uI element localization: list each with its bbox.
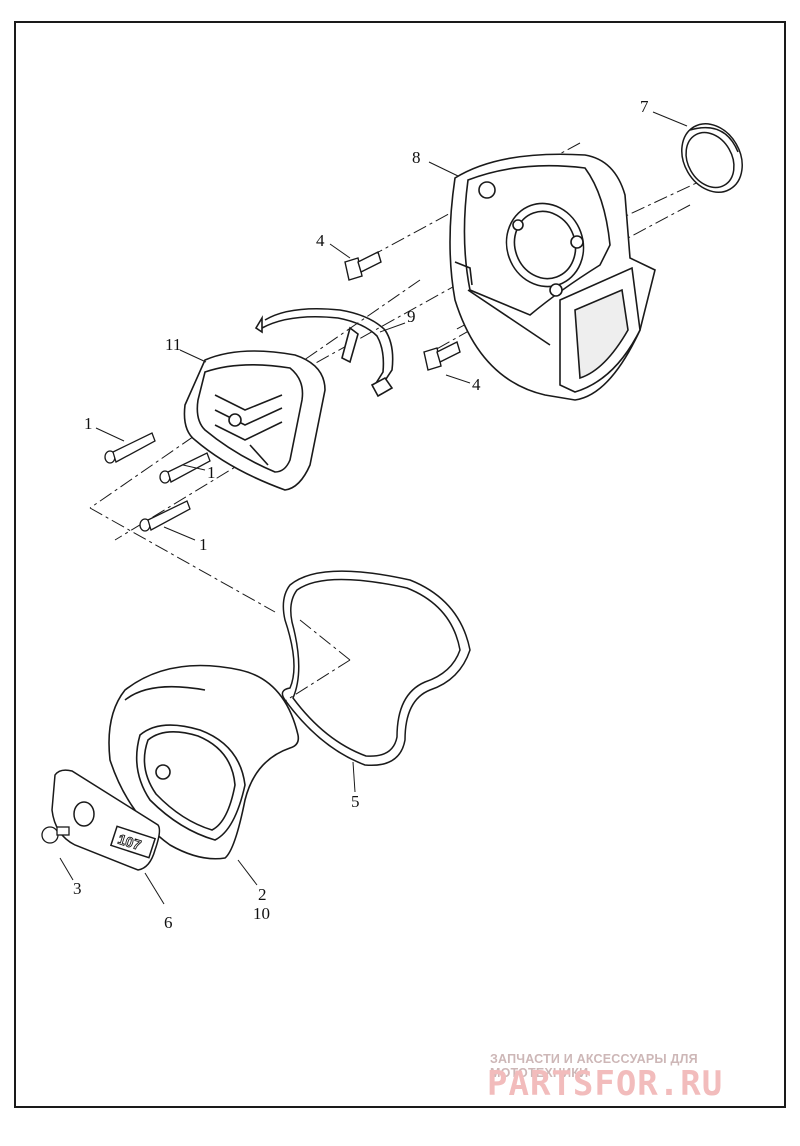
backplate-housing-part: [449, 153, 656, 401]
callout-leaders: [59, 111, 688, 905]
diagram-border: [14, 21, 786, 1108]
breather-bolt-lower: [423, 341, 461, 371]
watermark-tagline: ЗАПЧАСТИ И АКСЕССУАРЫ ДЛЯ МОТОТЕХНИКИ: [490, 1052, 698, 1080]
medallion-screw-part: [41, 826, 70, 844]
callout-4-lower: 4: [472, 375, 481, 394]
callout-11: 6: [164, 913, 173, 932]
screw-lower: [139, 500, 191, 532]
screw-upper: [104, 432, 156, 464]
watermark-brand: PARTSFOR.RU: [487, 1064, 724, 1104]
trim-medallion-part: 107: [51, 769, 161, 871]
callout-1-lower: 1: [199, 535, 208, 554]
callout-1-middle: 1: [207, 463, 216, 482]
medallion-badge-label: 107: [116, 831, 143, 854]
breather-hose-part: [254, 307, 394, 398]
callout-5: 5: [351, 792, 360, 811]
air-filter-element-part: [183, 350, 326, 491]
sealing-ring-part: [681, 123, 743, 193]
breather-bolt-upper: [344, 251, 382, 281]
callout-8: 9: [407, 307, 416, 326]
screw-middle: [159, 452, 211, 484]
cover-gasket-part: [281, 570, 471, 767]
callout-4-upper: 4: [316, 231, 325, 250]
air-cleaner-cover-part: [108, 664, 300, 860]
callout-10: 10: [253, 904, 270, 923]
callout-1-upper: 1: [84, 414, 93, 433]
callout-9: 11: [165, 335, 181, 354]
callout-2: 2: [258, 885, 267, 904]
callout-3: 3: [73, 879, 82, 898]
callout-7: 8: [412, 148, 421, 167]
callout-6: 7: [640, 97, 649, 116]
